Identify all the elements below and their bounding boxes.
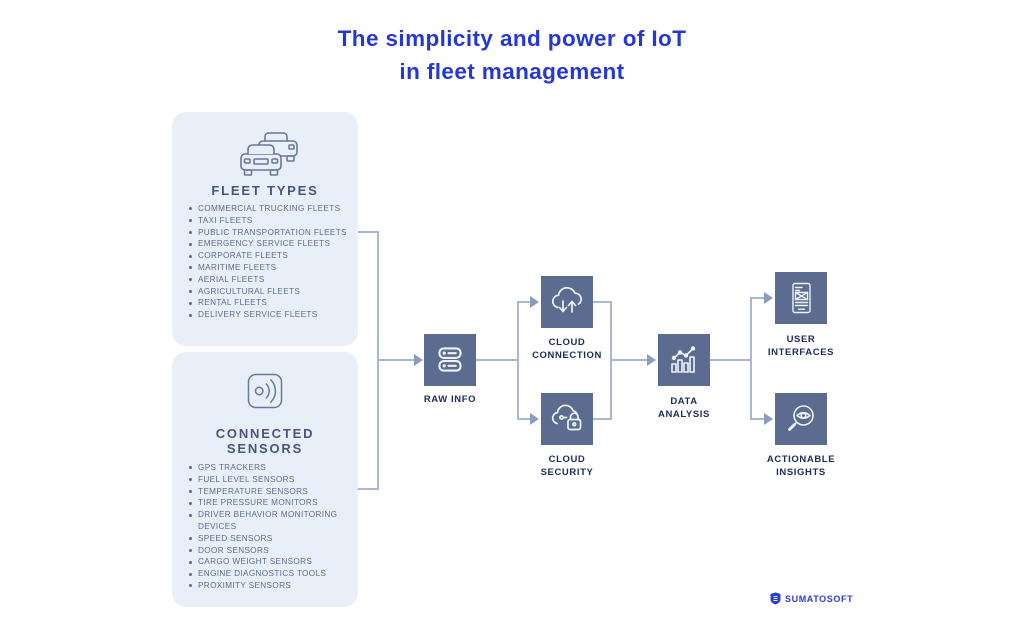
eye-magnifier-icon (788, 405, 814, 431)
arrowhead-icon (530, 413, 539, 425)
list-item: AGRICULTURAL FLEETS (189, 286, 350, 298)
actionable-insights-label: ACTIONABLE INSIGHTS (766, 454, 836, 478)
cloud-connection-label: CLOUD CONNECTION (532, 337, 602, 361)
connector-line (358, 488, 379, 490)
list-item: TEMPERATURE SENSORS (189, 486, 350, 498)
data-analysis-node (658, 334, 710, 386)
fleet-types-title: FLEET TYPES (211, 183, 319, 198)
cloud-arrows-icon (551, 287, 583, 313)
connector-line (611, 359, 647, 361)
connector-line (517, 301, 530, 303)
arrowhead-icon (764, 413, 773, 425)
connector-line (517, 301, 519, 420)
cloud-lock-icon (551, 404, 582, 431)
brand-logo[interactable]: SUMATOSOFT (770, 592, 853, 605)
shield-icon (770, 592, 781, 605)
list-item: ENGINE DIAGNOSTICS TOOLS (189, 568, 350, 580)
list-item: EMERGENCY SERVICE FLEETS (189, 238, 350, 250)
arrowhead-icon (647, 354, 656, 366)
list-item: GPS TRACKERS (189, 462, 350, 474)
connector-line (358, 231, 379, 233)
actionable-insights-node (775, 393, 827, 445)
page-title-line2: in fleet management (399, 59, 625, 84)
raw-info-label: RAW INFO (423, 394, 477, 405)
connector-line (378, 359, 414, 361)
sensor-icon (247, 373, 283, 409)
arrowhead-icon (414, 354, 423, 366)
list-item: TIRE PRESSURE MONITORS (189, 497, 350, 509)
list-item: DOOR SENSORS (189, 545, 350, 557)
connector-line (476, 359, 518, 361)
connector-line (517, 418, 530, 420)
phone-icon (792, 282, 811, 314)
list-item: DELIVERY SERVICE FLEETS (189, 309, 350, 321)
list-item: DRIVER BEHAVIOR MONITORING DEVICES (189, 509, 350, 533)
connected-sensors-title: CONNECTED SENSORS (215, 426, 315, 456)
user-interfaces-label: USER INTERFACES (767, 334, 835, 358)
list-item: AERIAL FLEETS (189, 274, 350, 286)
connector-line (750, 418, 764, 420)
list-item: CARGO WEIGHT SENSORS (189, 556, 350, 568)
cloud-security-node (541, 393, 593, 445)
brand-logo-text: SUMATOSOFT (785, 593, 854, 604)
list-item: PROXIMITY SENSORS (189, 580, 350, 592)
user-interfaces-node (775, 272, 827, 324)
data-analysis-label: DATA ANALYSIS (658, 396, 710, 420)
bar-chart-icon (671, 346, 696, 373)
list-item: RENTAL FLEETS (189, 297, 350, 309)
cars-icon (240, 132, 298, 176)
page-title: The simplicity and power of IoT in fleet… (0, 22, 1024, 88)
arrowhead-icon (764, 292, 773, 304)
cloud-connection-node (541, 276, 593, 328)
raw-info-node (424, 334, 476, 386)
connector-line (750, 297, 752, 420)
list-item: SPEED SENSORS (189, 533, 350, 545)
list-item: PUBLIC TRANSPORTATION FLEETS (189, 227, 350, 239)
arrowhead-icon (530, 296, 539, 308)
list-item: COMMERCIAL TRUCKING FLEETS (189, 203, 350, 215)
list-item: TAXI FLEETS (189, 215, 350, 227)
connector-line (710, 359, 751, 361)
connector-line (750, 297, 764, 299)
database-icon (438, 347, 462, 372)
list-item: CORPORATE FLEETS (189, 250, 350, 262)
cloud-security-label: CLOUD SECURITY (540, 454, 594, 478)
connector-line (593, 418, 612, 420)
page-title-line1: The simplicity and power of IoT (337, 26, 687, 51)
list-item: FUEL LEVEL SENSORS (189, 474, 350, 486)
connector-line (593, 301, 612, 303)
list-item: MARITIME FLEETS (189, 262, 350, 274)
